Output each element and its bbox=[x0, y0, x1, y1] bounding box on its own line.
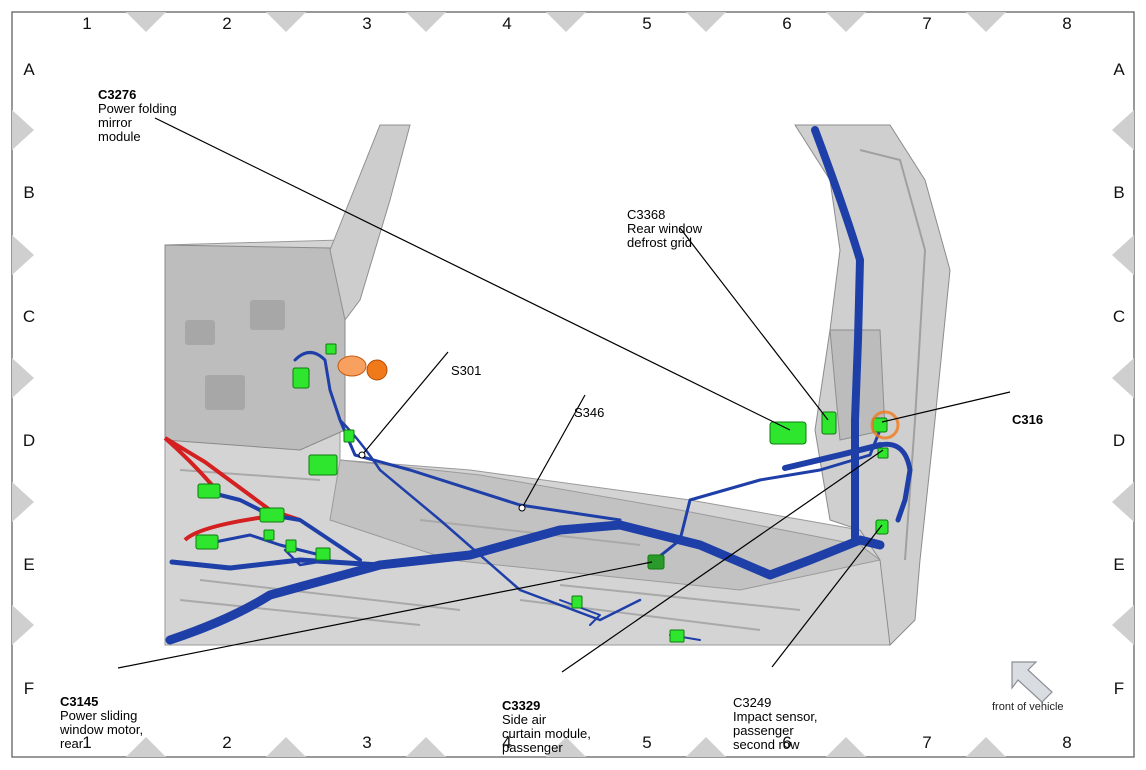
grid-row-e-left: E bbox=[23, 555, 35, 574]
grid-col-4-top: 4 bbox=[502, 14, 512, 33]
grid-row-f-right: F bbox=[1113, 679, 1125, 698]
callout-c3276-desc: Power folding mirror module bbox=[98, 101, 177, 144]
grid-col-5-bottom: 5 bbox=[642, 733, 652, 752]
callout-c3249-desc: Impact sensor, passenger second row bbox=[733, 709, 818, 752]
grid-row-c-right: C bbox=[1112, 307, 1126, 326]
callout-c3145-code: C3145 bbox=[60, 694, 99, 709]
callout-c3368-code: C3368 bbox=[627, 207, 666, 222]
grid-col-8-bottom: 8 bbox=[1062, 733, 1072, 752]
grid-row-a-left: A bbox=[23, 60, 35, 79]
grid-row-b-right: B bbox=[1113, 183, 1125, 202]
grid-col-7-bottom: 7 bbox=[922, 733, 932, 752]
front-of-vehicle-label: front of vehicle bbox=[992, 701, 1064, 713]
callout-c316: C316 bbox=[1012, 385, 1043, 441]
grid-row-e-right: E bbox=[1113, 555, 1125, 574]
vehicle-body bbox=[164, 124, 951, 647]
grid-col-2-top: 2 bbox=[222, 14, 232, 33]
grid-row-a-right: A bbox=[1113, 60, 1125, 79]
grid-col-1-bottom: 1 bbox=[82, 733, 92, 752]
splice-s301-marker bbox=[358, 451, 366, 459]
grid-col-5-top: 5 bbox=[642, 14, 652, 33]
grid-row-d-right: D bbox=[1112, 431, 1126, 450]
arrow-up-left-icon bbox=[1011, 661, 1053, 703]
grid-col-1-top: 1 bbox=[82, 14, 92, 33]
callout-s301-code: S301 bbox=[451, 363, 482, 378]
grid-row-d-left: D bbox=[22, 431, 36, 450]
callout-s346-code: S346 bbox=[574, 405, 605, 420]
grid-col-8-top: 8 bbox=[1062, 14, 1072, 33]
grid-col-4-bottom: 4 bbox=[502, 733, 512, 752]
grid-row-b-left: B bbox=[23, 183, 35, 202]
callout-c3145-desc: Power sliding window motor, rear bbox=[60, 708, 144, 751]
grid-col-3-top: 3 bbox=[362, 14, 372, 33]
top-zone-markers bbox=[126, 12, 1006, 32]
callout-c3249-code: C3249 bbox=[733, 695, 772, 710]
leader-lines bbox=[117, 117, 1011, 673]
callout-c3329-desc: Side air curtain module, passenger bbox=[502, 712, 591, 755]
splice-s346-marker bbox=[518, 504, 526, 512]
grid-col-6-bottom: 6 bbox=[782, 733, 792, 752]
blue-harness bbox=[165, 126, 913, 645]
callout-c3276-code: C3276 bbox=[98, 87, 137, 102]
grid-row-f-left: F bbox=[23, 679, 35, 698]
grid-col-3-bottom: 3 bbox=[362, 733, 372, 752]
grid-col-2-bottom: 2 bbox=[222, 733, 232, 752]
callout-c316-code: C316 bbox=[1012, 412, 1044, 427]
callout-c3329-code: C3329 bbox=[502, 698, 541, 713]
callout-s346: S346 bbox=[574, 378, 604, 434]
bottom-zone-markers bbox=[126, 737, 1006, 757]
connectors-orange bbox=[337, 355, 900, 440]
grid-col-6-top: 6 bbox=[782, 14, 792, 33]
callout-s301: S301 bbox=[451, 336, 481, 392]
grid-row-c-left: C bbox=[22, 307, 36, 326]
grid-col-7-top: 7 bbox=[922, 14, 932, 33]
left-zone-markers bbox=[12, 110, 34, 645]
callout-c3368-desc: Rear window defrost grid bbox=[627, 221, 703, 250]
right-zone-markers bbox=[1112, 110, 1134, 645]
